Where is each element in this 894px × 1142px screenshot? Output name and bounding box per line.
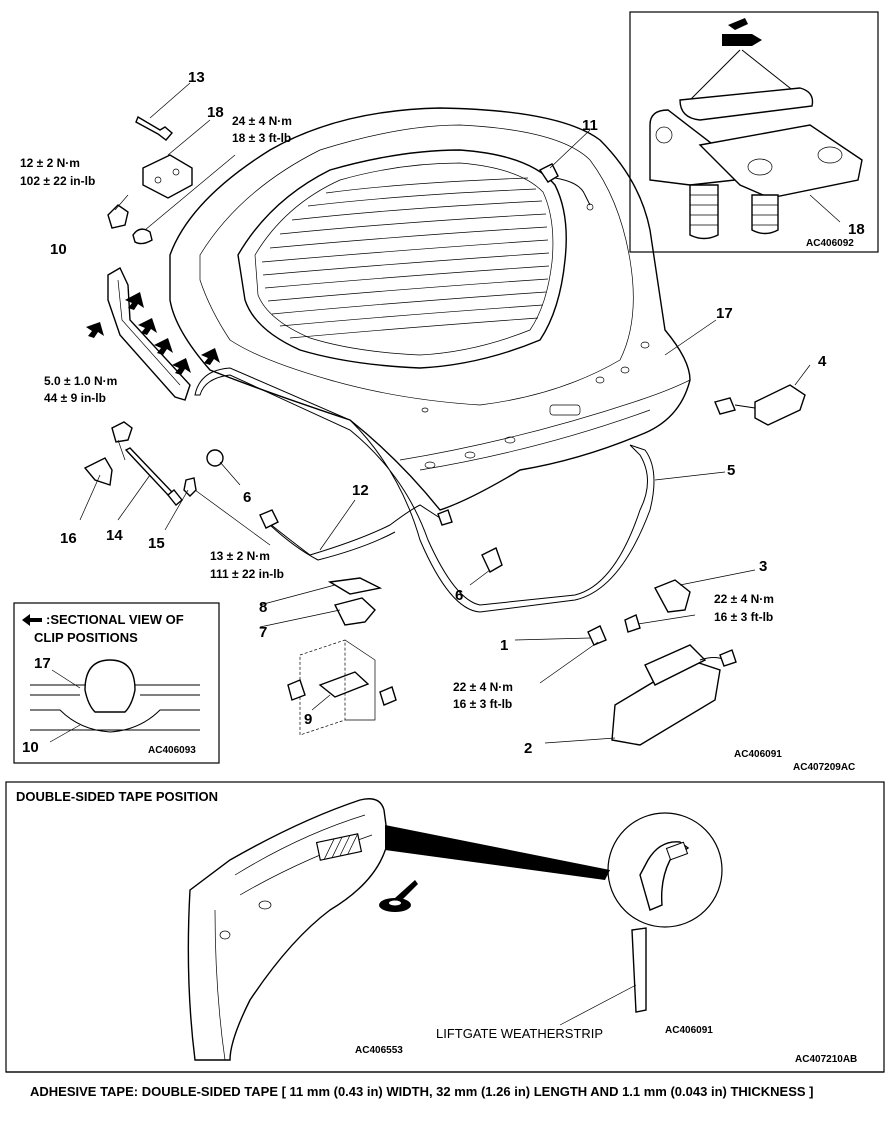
bolt-striker-left	[287, 679, 306, 701]
weatherstrip-label: LIFTGATE WEATHERSTRIP	[436, 1026, 603, 1041]
part-6-bumper-lower	[481, 547, 503, 573]
callout-4: 4	[818, 353, 827, 370]
defogger-lines	[261, 177, 550, 339]
hinge-inset-callout-18: 18	[848, 221, 865, 238]
torque-top-ftlb: 18 ± 3 ft-lb	[232, 131, 291, 145]
callout-2: 2	[524, 740, 532, 757]
torque-1-nm: 22 ± 4 N·m	[453, 680, 513, 694]
part-11-harness	[538, 163, 594, 211]
gate-holes	[421, 341, 650, 469]
part-4-switch	[714, 384, 806, 426]
part-7-striker-cover	[333, 597, 376, 626]
torque-3-nm: 22 ± 4 N·m	[714, 592, 774, 606]
section-inset-title-2: CLIP POSITIONS	[34, 630, 138, 645]
part-1-bolt	[587, 625, 607, 646]
tape-code-left: AC406553	[355, 1045, 403, 1056]
callout-1: 1	[500, 637, 508, 654]
section-inset-title-1: :SECTIONAL VIEW OF	[46, 612, 184, 627]
part-6-bumper-left	[206, 449, 224, 467]
weatherstrip-leader	[559, 984, 637, 1026]
tape-roll-icon	[379, 880, 418, 912]
section-inset-callout-10: 10	[22, 739, 39, 756]
code-ac406091: AC406091	[734, 749, 782, 760]
leader-lines	[79, 82, 811, 744]
clip-arrows	[86, 292, 220, 375]
section-inset-callout-17: 17	[34, 655, 51, 672]
callout-13: 13	[188, 69, 205, 86]
torque-15-nm: 13 ± 2 N·m	[210, 549, 270, 563]
tape-detail-weatherstrip	[631, 841, 690, 1013]
torque-1-ftlb: 16 ± 3 ft-lb	[453, 697, 512, 711]
callout-10: 10	[50, 241, 67, 258]
callout-15: 15	[148, 535, 165, 552]
callout-7: 7	[259, 624, 267, 641]
callout-17: 17	[716, 305, 733, 322]
adhesive-tape-note: ADHESIVE TAPE: DOUBLE-SIDED TAPE [ 11 mm…	[30, 1084, 814, 1099]
callout-9: 9	[304, 711, 312, 728]
part-16-bracket	[83, 457, 113, 486]
part-9-striker	[318, 671, 370, 698]
hinge-inset-hinge	[649, 87, 863, 240]
callout-12: 12	[352, 482, 369, 499]
striker-guide-box	[299, 639, 376, 736]
weatherstrip	[194, 367, 655, 613]
section-inset-code: AC406093	[148, 745, 196, 756]
liftgate-panel	[169, 107, 691, 511]
torque-15-inlb: 111 ± 22 in-lb	[210, 567, 284, 581]
section-inset-frame	[13, 602, 220, 764]
code-ac407209ac: AC407209AC	[793, 762, 855, 773]
bolt-12nm	[107, 204, 129, 229]
part-8-spacer	[327, 577, 383, 595]
torque-18-inlb: 102 ± 22 in-lb	[20, 174, 95, 188]
bolt-striker-right	[379, 686, 397, 706]
nut-24nm	[132, 228, 153, 245]
tape-zoom-wedge	[385, 825, 610, 880]
tape-code-right: AC407210AB	[795, 1054, 857, 1065]
callout-3: 3	[759, 558, 767, 575]
callout-16: 16	[60, 530, 77, 547]
torque-16-inlb: 44 ± 9 in-lb	[44, 391, 106, 405]
tape-code-mid: AC406091	[665, 1025, 713, 1036]
torque-top-nm: 24 ± 4 N·m	[232, 114, 292, 128]
hinge-inset-frame	[629, 11, 879, 253]
part-3-cover	[654, 579, 691, 613]
section-inset-arrow	[22, 614, 42, 626]
hinge-inset-code: AC406092	[806, 238, 854, 249]
part-18-hinge-small	[142, 154, 193, 199]
torque-3-ftlb: 16 ± 3 ft-lb	[714, 610, 773, 624]
callout-14: 14	[106, 527, 123, 544]
torque-16-nm: 5.0 ± 1.0 N·m	[44, 374, 117, 388]
callout-11: 11	[582, 117, 598, 134]
callout-8: 8	[259, 599, 267, 616]
torque-18-nm: 12 ± 2 N·m	[20, 156, 80, 170]
tape-detail-circle	[607, 812, 723, 928]
section-inset-clip	[30, 659, 200, 743]
callout-6-lower: 6	[455, 587, 463, 604]
callout-5: 5	[727, 462, 735, 479]
bolt-5nm	[111, 421, 133, 443]
part-2-latch	[611, 644, 737, 746]
part-12-harness	[259, 504, 453, 561]
callout-6-left: 6	[243, 489, 251, 506]
callout-18: 18	[207, 104, 224, 121]
tape-panel-gate-corner	[187, 798, 389, 1061]
part-13-pin	[135, 115, 173, 141]
tape-panel-title: DOUBLE-SIDED TAPE POSITION	[16, 789, 218, 804]
bolt-3	[624, 614, 641, 633]
